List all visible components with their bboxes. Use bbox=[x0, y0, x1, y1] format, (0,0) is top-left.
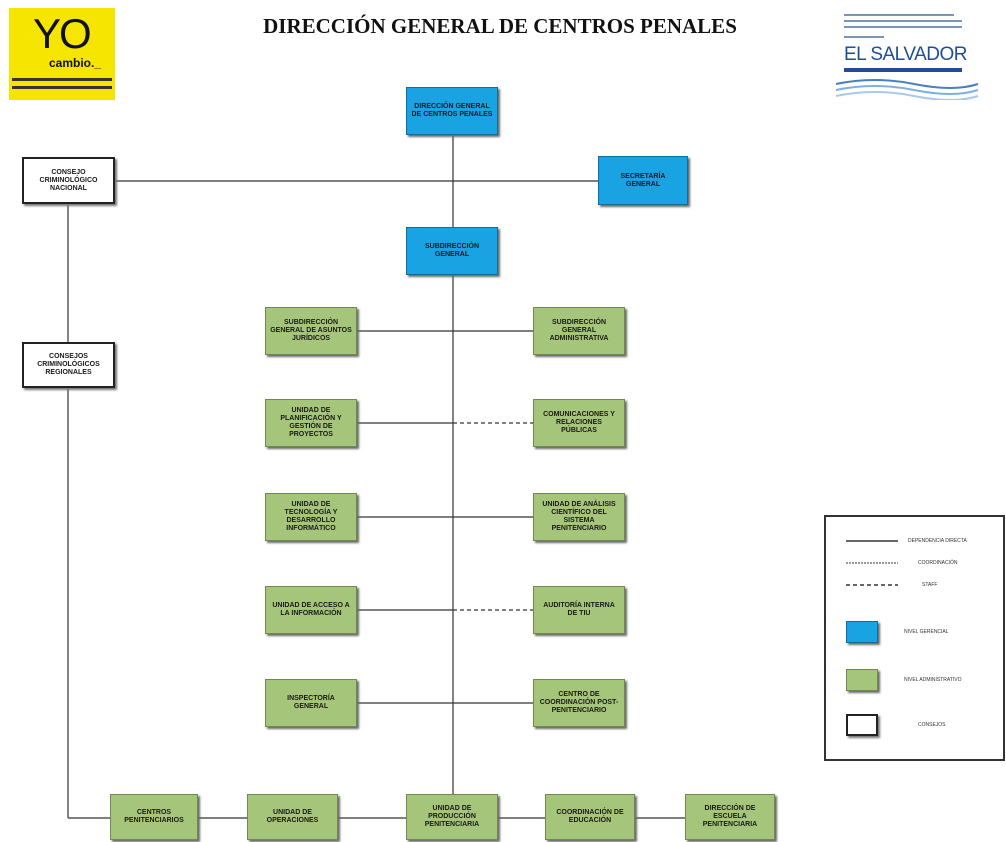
box-auditoria: AUDITORÍA INTERNA DE TIU bbox=[533, 586, 625, 634]
legend-gerencial: NIVEL GERENCIAL bbox=[904, 629, 949, 635]
box-administrativa: SUBDIRECCIÓN GENERAL ADMINISTRATIVA bbox=[533, 307, 625, 355]
box-centros: CENTROS PENITENCIARIOS bbox=[110, 794, 198, 840]
page-title: DIRECCIÓN GENERAL DE CENTROS PENALES bbox=[263, 14, 737, 38]
box-subdireccion-general: SUBDIRECCIÓN GENERAL bbox=[406, 227, 498, 275]
box-consejos-regionales: CONSEJOS CRIMINOLÓGICOS REGIONALES bbox=[22, 342, 115, 388]
legend-administrativo: NIVEL ADMINISTRATIVO bbox=[904, 677, 962, 683]
box-consejo-nacional: CONSEJO CRIMINOLÓGICO NACIONAL bbox=[22, 157, 115, 204]
el-salvador-logo: EL SALVADOR bbox=[830, 8, 980, 103]
box-asuntos-juridicos: SUBDIRECCIÓN GENERAL DE ASUNTOS JURÍDICO… bbox=[265, 307, 357, 355]
box-direccion-general: DIRECCIÓN GENERAL DE CENTROS PENALES bbox=[406, 87, 498, 135]
box-produccion: UNIDAD DE PRODUCCIÓN PENITENCIARIA bbox=[406, 794, 498, 840]
box-analisis: UNIDAD DE ANÁLISIS CIENTÍFICO DEL SISTEM… bbox=[533, 493, 625, 541]
yo-cambio-logo: YO cambio._ bbox=[9, 8, 115, 100]
box-coordinacion-post: CENTRO DE COORDINACIÓN POST-PENITENCIARI… bbox=[533, 679, 625, 727]
wave-icon bbox=[835, 79, 979, 100]
legend-swatch-gerencial bbox=[846, 621, 878, 643]
legend-consejos: CONSEJOS bbox=[918, 722, 946, 728]
legend: DEPENDENCIA DIRECTA COORDINACIÓN STAFF N… bbox=[824, 515, 1005, 761]
box-secretaria-general: SECRETARÍA GENERAL bbox=[598, 156, 688, 205]
box-escuela: DIRECCIÓN DE ESCUELA PENITENCIARIA bbox=[685, 794, 775, 840]
logo-cambio-text: cambio._ bbox=[49, 56, 102, 70]
box-inspectoria: INSPECTORÍA GENERAL bbox=[265, 679, 357, 727]
box-planificacion: UNIDAD DE PLANIFICACIÓN Y GESTIÓN DE PRO… bbox=[265, 399, 357, 447]
logo-yo-text: YO bbox=[33, 10, 92, 57]
box-comunicaciones: COMUNICACIONES Y RELACIONES PÚBLICAS bbox=[533, 399, 625, 447]
box-operaciones: UNIDAD DE OPERACIONES bbox=[247, 794, 338, 840]
box-educacion: COORDINACIÓN DE EDUCACIÓN bbox=[545, 794, 635, 840]
legend-dependencia: DEPENDENCIA DIRECTA bbox=[908, 538, 967, 544]
box-acceso-info: UNIDAD DE ACCESO A LA INFORMACIÓN bbox=[265, 586, 357, 634]
logo-el-salvador-text: EL SALVADOR bbox=[844, 44, 967, 65]
legend-coordinacion: COORDINACIÓN bbox=[918, 560, 958, 566]
legend-swatch-administrativo bbox=[846, 669, 878, 691]
legend-staff: STAFF bbox=[922, 582, 938, 588]
legend-swatch-consejos bbox=[846, 714, 878, 736]
box-tecnologia: UNIDAD DE TECNOLOGÍA Y DESARROLLO INFORM… bbox=[265, 493, 357, 541]
